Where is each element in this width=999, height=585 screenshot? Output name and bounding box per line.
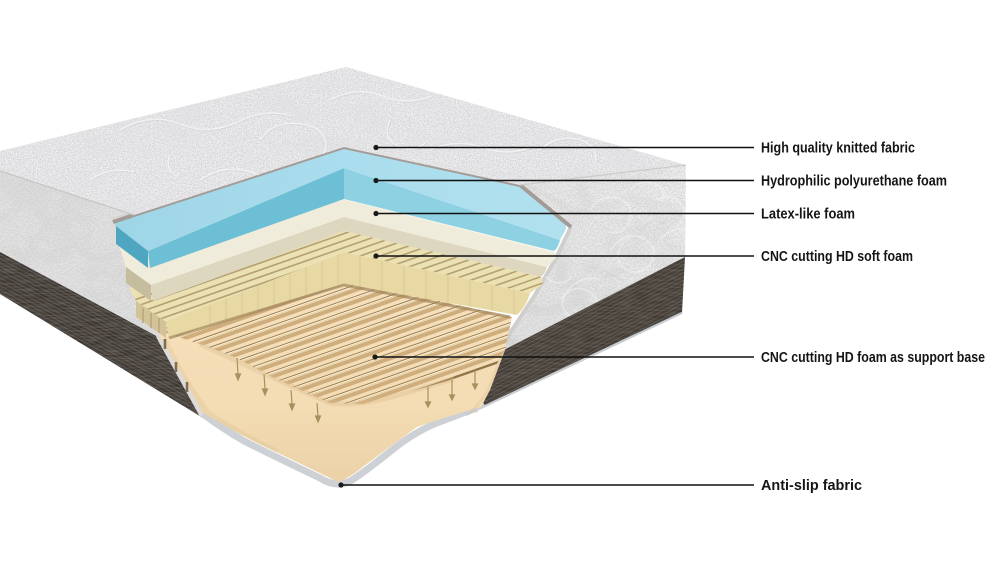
svg-text:CNC cutting HD soft foam: CNC cutting HD soft foam bbox=[761, 249, 913, 265]
svg-text:CNC cutting HD foam as support: CNC cutting HD foam as support base bbox=[761, 350, 985, 366]
svg-text:Hydrophilic polyurethane foam: Hydrophilic polyurethane foam bbox=[761, 174, 947, 190]
svg-text:Latex-like foam: Latex-like foam bbox=[761, 207, 855, 223]
svg-text:Anti-slip fabric: Anti-slip fabric bbox=[761, 478, 862, 494]
svg-text:High quality knitted fabric: High quality knitted fabric bbox=[761, 141, 915, 157]
